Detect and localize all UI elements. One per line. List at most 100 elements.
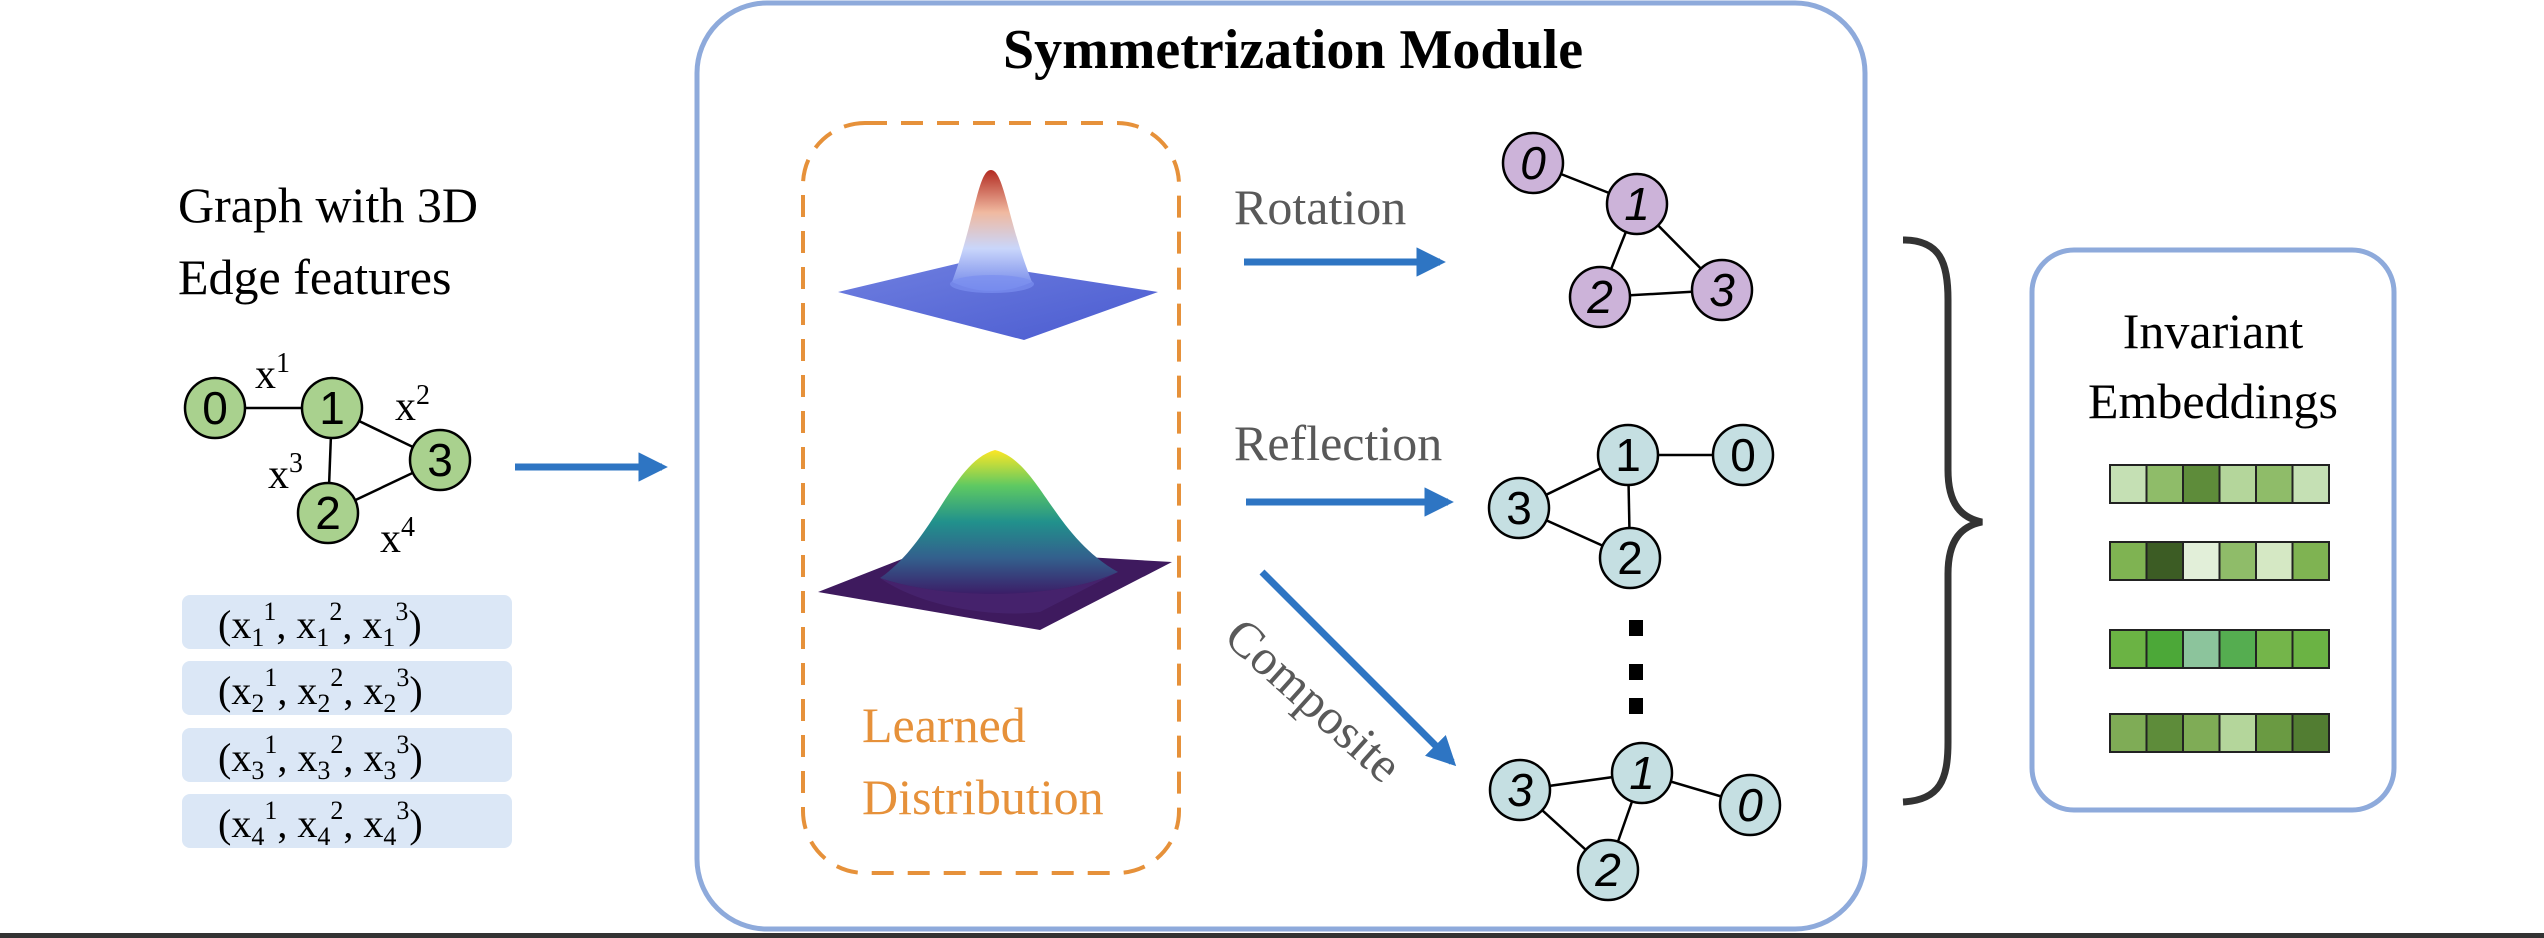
- input-node-2: 2: [296, 481, 360, 545]
- rotation-node-2: 2: [1568, 265, 1632, 329]
- composite-node-2: 2: [1576, 838, 1640, 902]
- composite-node-0: 0: [1718, 773, 1782, 837]
- embedding-cell: [2218, 541, 2257, 581]
- edge-label-3: x3: [268, 448, 303, 498]
- input-node-1: 1: [300, 376, 364, 440]
- embedding-cell: [2145, 629, 2184, 669]
- input-title-line2: Edge features: [178, 249, 451, 305]
- composite-node-1: 1: [1610, 741, 1674, 805]
- bottom-rule: [0, 933, 2544, 938]
- rotation-node-0: 0: [1501, 131, 1565, 195]
- embedding-cell: [2109, 464, 2148, 504]
- svg-text:0: 0: [1737, 779, 1763, 831]
- distribution-surface-2: [818, 450, 1172, 630]
- embedding-cell: [2109, 713, 2148, 753]
- embedding-cell: [2291, 713, 2330, 753]
- feature-row-1: (x11, x12, x13): [182, 595, 512, 652]
- output-section: Invariant Embeddings: [2029, 247, 2397, 813]
- embedding-row-1: [2109, 464, 2330, 504]
- svg-text:3: 3: [1507, 764, 1533, 816]
- svg-text:0: 0: [1520, 137, 1546, 189]
- feature-row-3: (x31, x32, x33): [182, 728, 512, 785]
- input-node-1-label: 1: [319, 382, 345, 434]
- embedding-cell: [2218, 713, 2257, 753]
- edge-label-4: x4: [380, 512, 415, 562]
- embedding-cell: [2255, 464, 2294, 504]
- svg-text:(x31, x32, x33): (x31, x32, x33): [218, 730, 423, 785]
- distribution-surface-1: [838, 170, 1158, 340]
- embedding-row-4: [2109, 713, 2330, 753]
- svg-text:(x11, x12, x13): (x11, x12, x13): [218, 597, 422, 652]
- rotation-node-1: 1: [1605, 172, 1669, 236]
- edge-labels: x1 x2 x3 x4: [255, 348, 430, 562]
- svg-text:1: 1: [1629, 747, 1655, 799]
- output-title-line1: Invariant: [2123, 303, 2304, 359]
- embedding-row-2: [2109, 541, 2330, 581]
- embedding-cell: [2291, 629, 2330, 669]
- reflection-graph: 1 0 3 2: [1487, 423, 1775, 590]
- embedding-cell: [2218, 629, 2257, 669]
- embedding-cell: [2145, 464, 2184, 504]
- reflection-node-1: 1: [1596, 423, 1660, 487]
- embedding-cell: [2218, 464, 2257, 504]
- input-section: Graph with 3D Edge features 0 1 2: [178, 177, 512, 851]
- symmetrization-module: Symmetrization Module Learned Distributi…: [694, 0, 1868, 932]
- input-node-2-label: 2: [315, 487, 341, 539]
- right-curly-brace: [1902, 236, 1983, 806]
- edge-label-2: x2: [395, 380, 430, 430]
- svg-text:(x41, x42, x43): (x41, x42, x43): [218, 796, 423, 851]
- embedding-cell: [2291, 541, 2330, 581]
- reflection-node-3: 3: [1487, 476, 1551, 540]
- transform-label-reflection: Reflection: [1234, 415, 1442, 471]
- composite-arrow: [1259, 569, 1457, 767]
- input-node-3-label: 3: [427, 434, 453, 486]
- embedding-cell: [2255, 541, 2294, 581]
- rotation-graph: 0 1 2 3: [1501, 131, 1754, 329]
- svg-text:3: 3: [1506, 482, 1532, 534]
- embedding-cell: [2291, 464, 2330, 504]
- input-node-0-label: 0: [202, 382, 228, 434]
- ellipsis-dots: [1629, 620, 1643, 714]
- feature-row-2: (x21, x22, x23): [182, 661, 512, 718]
- svg-text:2: 2: [1586, 271, 1613, 323]
- embedding-cell: [2145, 541, 2184, 581]
- svg-text:2: 2: [1617, 532, 1643, 584]
- svg-text:3: 3: [1709, 264, 1735, 316]
- feature-list: (x11, x12, x13) (x21, x22, x23) (x31, x3…: [182, 595, 512, 851]
- rotation-node-3: 3: [1690, 258, 1754, 322]
- output-panel: [2029, 247, 2397, 813]
- embedding-cell: [2109, 541, 2148, 581]
- embedding-row-3: [2109, 629, 2330, 669]
- composite-graph: 1 3 0 2: [1488, 741, 1782, 902]
- svg-text:1: 1: [1624, 178, 1650, 230]
- transform-label-rotation: Rotation: [1234, 179, 1406, 235]
- embedding-cell: [2255, 713, 2294, 753]
- input-node-0: 0: [183, 376, 247, 440]
- feature-row-4: (x41, x42, x43): [182, 794, 512, 851]
- distribution-label-line2: Distribution: [862, 769, 1104, 825]
- reflection-node-0: 0: [1711, 423, 1775, 487]
- embedding-cell: [2182, 713, 2221, 753]
- embedding-cell: [2109, 629, 2148, 669]
- embedding-list: [2109, 464, 2330, 753]
- module-title: Symmetrization Module: [1003, 19, 1583, 81]
- svg-text:0: 0: [1730, 429, 1756, 481]
- input-nodes: 0 1 2 3: [183, 376, 472, 545]
- embedding-cell: [2182, 541, 2221, 581]
- svg-text:(x21, x22, x23): (x21, x22, x23): [218, 663, 423, 718]
- distribution-box: [801, 121, 1181, 875]
- embedding-cell: [2182, 464, 2221, 504]
- svg-text:2: 2: [1594, 844, 1621, 896]
- embedding-cell: [2145, 713, 2184, 753]
- module-panel: [694, 0, 1868, 932]
- embedding-cell: [2182, 629, 2221, 669]
- embedding-cell: [2255, 629, 2294, 669]
- distribution-label-line1: Learned: [862, 697, 1026, 753]
- output-title-line2: Embeddings: [2088, 373, 2338, 429]
- input-title-line1: Graph with 3D: [178, 177, 478, 233]
- edge-label-1: x1: [255, 348, 290, 398]
- reflection-node-2: 2: [1598, 526, 1662, 590]
- input-node-3: 3: [408, 428, 472, 492]
- transform-label-composite: Composite: [1215, 607, 1414, 794]
